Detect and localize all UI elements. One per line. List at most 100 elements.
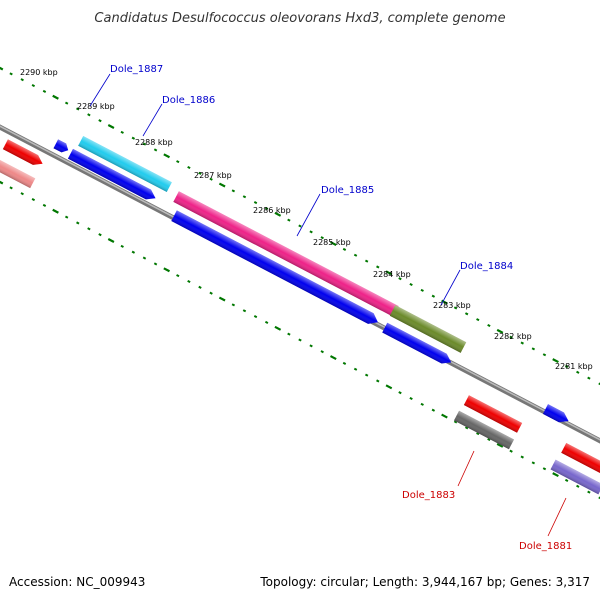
callout-line-dole-1881	[547, 497, 567, 537]
tick-mark	[598, 496, 600, 500]
gene-arrow-magenta-dole-1885	[173, 191, 399, 317]
callout-line-dole-1886	[142, 103, 163, 137]
gene-arrow-blue-right-mid-shading	[382, 322, 452, 364]
tick-mark	[453, 420, 458, 424]
tick-mark	[76, 221, 80, 225]
gene-arrow-gray-dole-1883-shading	[453, 410, 515, 450]
tick-mark	[87, 113, 91, 117]
tick-mark	[487, 437, 491, 442]
gene-arrow-blue-long-2	[171, 210, 378, 324]
tick-mark	[31, 84, 36, 88]
tick-mark	[131, 250, 136, 254]
tick-mark	[264, 320, 269, 324]
gene-label-dole-1883: Dole_1883	[402, 490, 455, 501]
gene-label-dole-1885: Dole_1885	[321, 185, 374, 196]
tick-mark	[531, 347, 536, 351]
tick-mark	[274, 211, 282, 217]
tick-mark	[98, 119, 102, 123]
tick-mark	[309, 344, 313, 348]
tick-mark	[552, 472, 559, 478]
tick-mark	[496, 442, 504, 448]
kbp-label-2285: 2285 kbp	[313, 238, 351, 247]
gene-label-dole-1884: Dole_1884	[460, 261, 513, 272]
gene-arrow-blue-small	[53, 139, 69, 153]
tick-mark	[364, 259, 369, 263]
tick-mark	[587, 490, 591, 494]
gene-label-dole-1887: Dole_1887	[110, 64, 163, 75]
tick-mark	[353, 367, 358, 371]
kbp-label-2282: 2282 kbp	[494, 332, 532, 341]
tick-mark	[342, 361, 347, 365]
tick-mark	[542, 467, 547, 471]
tick-mark	[264, 206, 269, 210]
tick-mark	[64, 215, 69, 219]
tick-mark	[364, 373, 369, 377]
tick-mark	[20, 78, 24, 82]
tick-mark	[87, 227, 91, 231]
gene-arrow-blue-right-mid	[382, 322, 452, 364]
callout-line-dole-1887	[89, 73, 111, 107]
tick-mark	[542, 353, 547, 357]
tick-mark	[187, 165, 191, 170]
tick-mark	[385, 270, 393, 276]
tick-ring-inner	[0, 180, 600, 500]
tick-mark	[464, 312, 469, 316]
kbp-label-2289: 2289 kbp	[77, 102, 115, 111]
map-title: Candidatus Desulfococcus oleovorans Hxd3…	[94, 11, 505, 26]
kbp-label-2281: 2281 kbp	[555, 362, 593, 371]
tick-mark	[120, 130, 124, 134]
tick-mark	[9, 72, 13, 76]
gene-arrow-blue-small-shading	[53, 139, 69, 153]
tick-mark	[231, 189, 236, 193]
tick-mark	[576, 370, 580, 374]
tick-mark	[476, 432, 480, 436]
gene-label-dole-1886: Dole_1886	[162, 95, 215, 106]
gene-arrow-red-dole-1883	[463, 395, 523, 433]
tick-mark	[564, 364, 569, 368]
tick-mark	[218, 296, 226, 302]
gene-arrow-blue-right	[542, 404, 569, 423]
tick-mark	[253, 315, 258, 319]
tick-mark	[107, 238, 115, 243]
tick-mark	[520, 455, 524, 459]
tick-mark	[242, 309, 247, 313]
tick-mark	[64, 101, 69, 105]
kbp-label-2284: 2284 kbp	[373, 270, 411, 279]
kbp-label-2286: 2286 kbp	[253, 206, 291, 215]
tick-mark	[176, 274, 180, 278]
tick-mark	[420, 402, 424, 406]
tick-mark	[409, 282, 413, 287]
tick-ring-outer	[0, 66, 600, 386]
tick-mark	[552, 358, 559, 364]
tick-mark	[587, 376, 591, 380]
gene-arrow-olive-dole-1884	[389, 305, 467, 353]
tick-mark	[163, 267, 171, 273]
tick-mark	[31, 198, 36, 202]
tick-mark	[0, 180, 4, 185]
tick-mark	[107, 124, 115, 129]
tick-mark	[131, 136, 136, 140]
tick-mark	[441, 413, 448, 419]
tick-mark	[287, 218, 291, 222]
gene-arrow-red-left-edge-shading	[2, 139, 43, 165]
tick-mark	[353, 253, 358, 257]
tick-mark	[376, 265, 380, 269]
tick-mark	[42, 89, 47, 93]
tick-mark	[153, 262, 158, 266]
gene-arrow-blue-long-2-shading	[171, 210, 378, 324]
tick-mark	[274, 325, 282, 331]
tick-mark	[198, 285, 202, 289]
tick-mark	[431, 294, 436, 298]
tick-mark	[342, 247, 347, 251]
tick-mark	[218, 182, 226, 188]
tick-mark	[464, 426, 469, 430]
gene-arrow-cyan-dole-1886	[78, 135, 172, 193]
tick-mark	[163, 153, 171, 159]
gene-arrow-pink-left-edge-shading	[0, 159, 36, 189]
tick-mark	[298, 338, 302, 342]
gene-label-dole-1881: Dole_1881	[519, 541, 572, 552]
kbp-label-2283: 2283 kbp	[433, 301, 471, 310]
tick-mark	[176, 160, 180, 164]
tick-mark	[376, 379, 380, 383]
